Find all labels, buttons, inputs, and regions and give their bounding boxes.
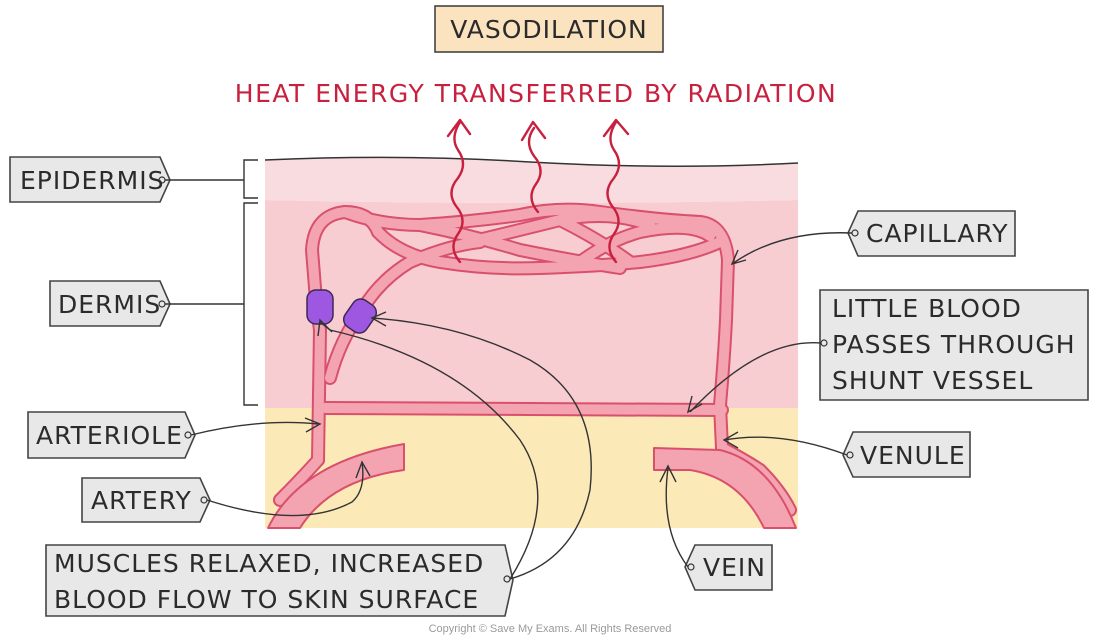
muscles-label-line-1: MUSCLES RELAXED, INCREASED <box>54 549 484 578</box>
sphincter-muscle-left <box>306 289 334 325</box>
label-muscles: MUSCLES RELAXED, INCREASED BLOOD FLOW TO… <box>45 311 592 617</box>
vein-label: VEIN <box>703 553 766 582</box>
muscles-label-line-2: BLOOD FLOW TO SKIN SURFACE <box>54 585 479 614</box>
heat-wave-arrow-3 <box>602 118 630 264</box>
vein-vessel <box>653 447 797 529</box>
sphincter-muscle-right <box>342 298 378 334</box>
epidermis-bracket <box>243 159 258 199</box>
diagram-title: VASODILATION <box>450 15 647 44</box>
heat-wave-arrow-2 <box>520 120 547 214</box>
heat-wave-arrow-1 <box>446 118 472 264</box>
title-box: VASODILATION <box>434 5 664 53</box>
artery-label: ARTERY <box>91 486 192 515</box>
label-capillary: CAPILLARY <box>730 210 1016 266</box>
dermis-bracket <box>243 202 258 406</box>
label-shunt: LITTLE BLOOD PASSES THROUGH SHUNT VESSEL <box>686 289 1089 414</box>
epidermis-label: EPIDERMIS <box>20 166 164 195</box>
arteriole-label: ARTERIOLE <box>36 421 183 450</box>
capillary-network <box>267 202 797 529</box>
vessel-fills <box>275 204 795 515</box>
heat-radiation-label: HEAT ENERGY TRANSFERRED BY RADIATION <box>235 79 837 108</box>
capillary-label: CAPILLARY <box>866 219 1009 248</box>
label-epidermis: EPIDERMIS <box>9 156 244 203</box>
label-dermis: DERMIS <box>49 280 244 327</box>
heat-waves <box>446 118 630 264</box>
skin-surface-line <box>264 156 799 168</box>
dermis-label: DERMIS <box>58 290 161 319</box>
epidermis-layer <box>265 157 798 203</box>
venule-label: VENULE <box>860 441 966 470</box>
label-vein: VEIN <box>659 464 773 591</box>
fat-layer <box>265 408 798 528</box>
copyright-text: Copyright © Save My Exams. All Rights Re… <box>429 623 672 635</box>
label-arteriole: ARTERIOLE <box>27 411 322 459</box>
label-venule: VENULE <box>722 431 971 478</box>
shunt-label-line-2: PASSES THROUGH <box>832 330 1076 359</box>
artery-vessel <box>267 443 405 529</box>
label-artery: ARTERY <box>81 460 371 523</box>
shunt-label-line-3: SHUNT VESSEL <box>832 366 1033 395</box>
shunt-label-line-1: LITTLE BLOOD <box>832 294 1022 323</box>
